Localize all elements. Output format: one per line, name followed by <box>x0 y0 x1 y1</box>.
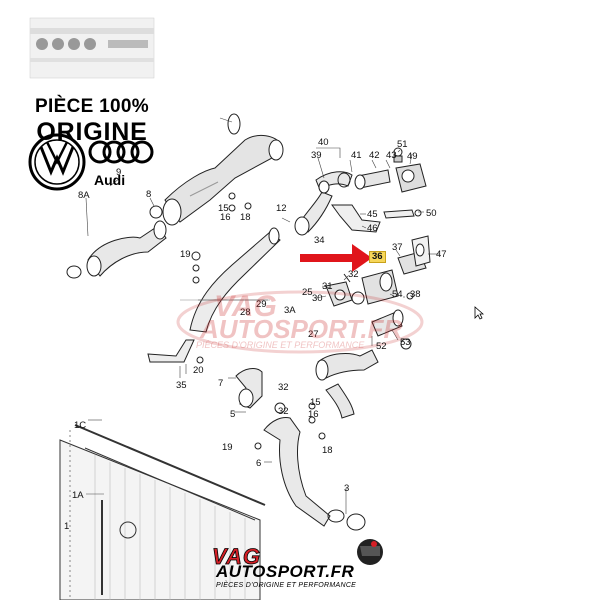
audi-rings-logo <box>88 140 154 164</box>
part-label: 20 <box>193 365 204 376</box>
hose-8 <box>66 205 167 279</box>
part-label: 16 <box>308 409 319 420</box>
vw-logo <box>28 133 86 191</box>
part-label: 39 <box>311 150 322 161</box>
part-label: 8 <box>146 189 152 200</box>
part-label: 32 <box>348 269 359 280</box>
fasteners <box>191 192 414 450</box>
mouse-cursor-icon <box>474 306 484 320</box>
bracket-35 <box>147 339 195 363</box>
part-label: 47 <box>436 249 447 260</box>
part-label: 18 <box>240 212 251 223</box>
part-label: 35 <box>176 380 187 391</box>
part-label: 8A <box>78 190 90 201</box>
part-label: 40 <box>318 137 329 148</box>
part-label: 31 <box>322 281 333 292</box>
part-label: 30 <box>312 293 323 304</box>
part-label: 32 <box>278 382 289 393</box>
part-label: 15 <box>310 397 321 408</box>
watermark-tagline: PIÈCES D'ORIGINE ET PERFORMANCE <box>196 340 365 350</box>
highlight-arrow <box>300 244 372 272</box>
part-label: 49 <box>407 151 418 162</box>
part-label: 52 <box>376 341 387 352</box>
part-label: 51 <box>397 139 408 150</box>
part-label: 45 <box>367 209 378 220</box>
watermark-logo <box>176 290 424 354</box>
part-label: 43 <box>386 150 397 161</box>
part-label: 27 <box>308 329 319 340</box>
part-label: 29 <box>256 299 267 310</box>
promo-backdrop <box>29 17 155 79</box>
footer-site: AUTOSPORT.FR <box>216 562 355 581</box>
part-label: 12 <box>276 203 287 214</box>
part-label: 15 <box>218 203 229 214</box>
part-label: 1A <box>72 490 84 501</box>
bracket-45 <box>331 204 422 233</box>
hose-42 <box>337 147 427 193</box>
watermark-brand: VAG <box>214 290 277 323</box>
part-label: 9 <box>116 167 122 178</box>
flange-30 <box>325 273 365 307</box>
part-label: 28 <box>240 307 251 318</box>
part-label: 32 <box>278 406 289 417</box>
part-label: 38 <box>410 289 421 300</box>
part-label: 50 <box>426 208 437 219</box>
footer-brand: VAG <box>212 544 262 570</box>
part-label: 37 <box>392 242 403 253</box>
part-label: 1C <box>74 420 87 431</box>
helmet-icon <box>357 539 383 565</box>
radiator <box>59 424 266 601</box>
part-label: 3 <box>344 483 350 494</box>
part-label: 54 <box>392 289 403 300</box>
part-label: 16 <box>220 212 231 223</box>
charge-pipe-7 <box>162 113 284 226</box>
promo-title: PIÈCE 100% <box>35 96 149 117</box>
part-label: 3A <box>284 305 296 316</box>
housing-36 <box>361 235 431 305</box>
audi-wordmark: Audi <box>94 172 126 188</box>
part-label: 5 <box>230 409 236 420</box>
part-label: 7 <box>218 378 224 389</box>
part-label: 41 <box>351 150 362 161</box>
promo-banner: PIÈCE 100% ORIGINE <box>22 18 162 198</box>
watermark-site: AUTOSPORT.FR <box>200 314 403 344</box>
promo-subtitle: ORIGINE <box>36 118 148 146</box>
coolant-pipe-6 <box>235 368 366 531</box>
part-label: 19 <box>222 442 233 453</box>
hose-34 <box>294 171 353 236</box>
part-label: 46 <box>367 223 378 234</box>
part-label: 25 <box>302 287 313 298</box>
part-label: 6 <box>256 458 262 469</box>
leader-lines <box>85 117 440 514</box>
part-label: 34 <box>314 235 325 246</box>
hose-52 <box>315 309 412 419</box>
highlighted-part-label[interactable]: 36 <box>369 251 386 263</box>
part-label: 19 <box>180 249 191 260</box>
part-label: 1 <box>64 521 70 532</box>
part-label: 53 <box>400 337 411 348</box>
part-label: 18 <box>322 445 333 456</box>
footer-tagline: PIÈCES D'ORIGINE ET PERFORMANCE <box>216 582 357 589</box>
part-label: 42 <box>369 150 380 161</box>
